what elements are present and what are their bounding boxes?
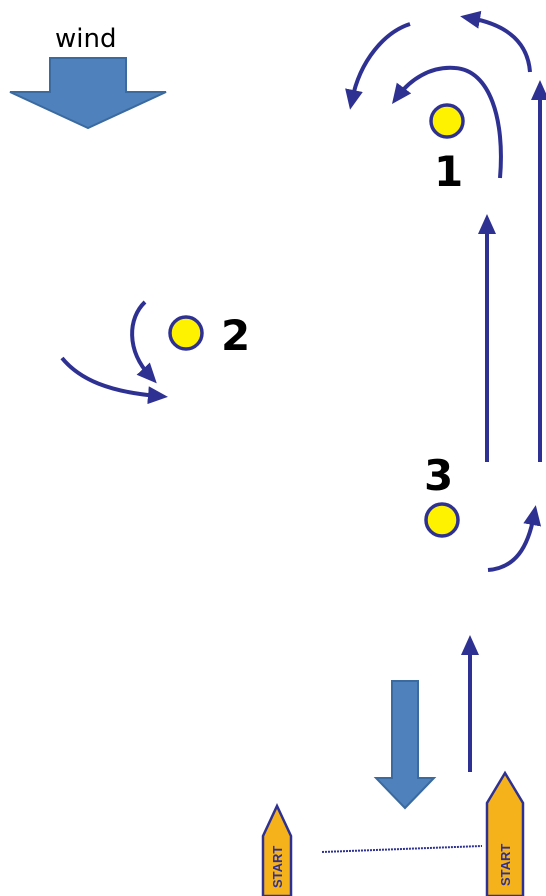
mark-2-buoy [168,315,204,351]
start-boat-left-label: START [270,846,285,888]
course-path-inner-rounding [391,65,503,179]
mark-1-label: 1 [434,147,463,196]
course-path-mark3-rounding [487,505,542,572]
course-path-mark2-top [130,300,157,384]
downwind-arrow-icon [373,680,437,810]
start-boat-left: START [261,803,293,896]
mark-3-label: 3 [424,451,453,500]
course-path-outer-left [345,22,411,110]
course-path-outer-top [460,10,532,73]
start-boat-right-label: START [498,844,513,886]
mark-3-buoy [424,502,460,538]
start-boat-left-hull [261,803,293,896]
wind-arrow-icon [9,57,167,130]
mark-2-label: 2 [221,311,250,360]
course-path-mark2-bottom [60,356,168,405]
start-boat-right-hull [485,770,525,896]
mark-1-buoy [429,103,465,139]
wind-label: wind [55,24,116,54]
start-boat-right: START [485,770,525,896]
start-line [321,845,483,853]
